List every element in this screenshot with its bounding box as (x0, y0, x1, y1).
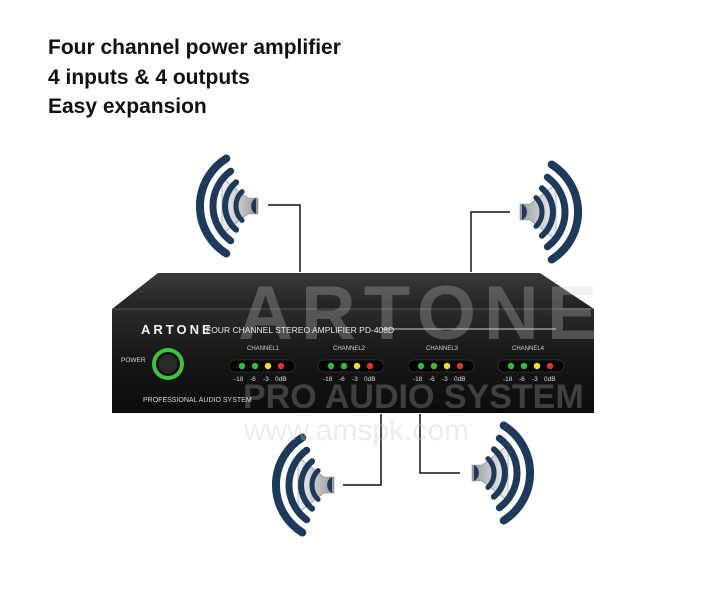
speaker-top-right-wave-2 (538, 185, 556, 239)
meter-label-ch4-3: -3 (532, 376, 538, 383)
speaker-bottom-right-icon (471, 421, 534, 525)
speaker-bottom-left-wave-2 (298, 458, 316, 512)
meter-label-ch3-1: -18 (413, 376, 423, 383)
channel-label-3: CHANNEL3 (426, 346, 459, 352)
speaker-top-right-wave-4 (547, 160, 582, 264)
speaker-top-left-wave-2 (222, 179, 240, 233)
meter-label-ch1-3: -3 (263, 376, 269, 383)
speaker-top-left-wave-4 (196, 154, 231, 258)
led-ch1-2 (251, 362, 259, 370)
speaker-bottom-right-wave-3 (495, 434, 521, 512)
connector-bottom-right (419, 414, 460, 474)
speaker-bottom-left-wave-3 (285, 446, 311, 524)
headline-line-3: Easy expansion (48, 95, 207, 118)
meter-strip-3 (407, 359, 475, 373)
speaker-bottom-left-wave-1 (309, 468, 321, 502)
meter-label-ch2-3: -3 (352, 376, 358, 383)
amplifier-chassis (112, 273, 594, 413)
channel-leds (238, 362, 554, 370)
meter-label-ch4-2: -6 (519, 376, 525, 383)
chassis-top-face (112, 273, 594, 309)
connector-top-left (268, 204, 301, 272)
speaker-top-right-dome (522, 204, 527, 220)
speaker-bottom-left-wave-4 (272, 433, 307, 537)
speaker-bottom-right-wave-1 (485, 456, 497, 490)
headline-line-2: 4 inputs & 4 outputs (48, 65, 250, 89)
meter-label-ch4-1: -18 (503, 376, 513, 383)
power-label: POWER (121, 357, 146, 364)
meter-label-ch3-2: -6 (429, 376, 435, 383)
speaker-bottom-right-wave-4 (499, 421, 534, 525)
amplifier-model-description: FOUR CHANNEL STEREO AMPLIFIER PD-408D (206, 325, 395, 335)
professional-audio-label: PROFESSIONAL AUDIO SYSTEM (143, 397, 252, 404)
meter-label-ch4-4: 0dB (544, 376, 556, 383)
headline: Four channel power amplifier 4 inputs & … (48, 33, 341, 122)
led-ch4-4 (546, 362, 554, 370)
led-ch3-2 (430, 362, 438, 370)
meter-label-ch1-2: -6 (250, 376, 256, 383)
channel-label-1: CHANNEL1 (247, 346, 280, 352)
connector-lines (268, 204, 510, 486)
meter-label-ch2-1: -18 (323, 376, 333, 383)
connector-bottom-left (343, 414, 382, 486)
amplifier-brand-logo: ARTONE (141, 322, 214, 337)
connector-top-right (470, 211, 510, 272)
channel-label-2: CHANNEL2 (333, 346, 366, 352)
meter-label-ch2-4: 0dB (364, 376, 376, 383)
speaker-top-right-icon (519, 160, 582, 264)
meter-label-ch2-2: -6 (339, 376, 345, 383)
led-ch1-1 (238, 362, 246, 370)
speakers (196, 154, 582, 537)
meter-label-ch3-4: 0dB (454, 376, 466, 383)
speaker-bottom-right-wave-2 (490, 446, 508, 500)
speaker-bottom-left-dome (327, 477, 332, 493)
speaker-top-left-icon (196, 154, 259, 258)
led-ch2-2 (340, 362, 348, 370)
meter-strip-1 (228, 359, 296, 373)
led-ch3-1 (417, 362, 425, 370)
led-ch4-3 (533, 362, 541, 370)
power-button-center (158, 354, 178, 374)
speaker-top-right-wave-3 (543, 173, 569, 251)
led-ch4-2 (520, 362, 528, 370)
meter-strip-4 (497, 359, 565, 373)
speaker-top-right-wave-1 (533, 195, 545, 229)
speaker-bottom-left-icon (272, 433, 335, 537)
led-ch4-1 (507, 362, 515, 370)
meter-label-ch1-1: -18 (234, 376, 244, 383)
speaker-top-left-wave-3 (209, 167, 235, 245)
headline-line-1: Four channel power amplifier (48, 36, 341, 59)
speaker-top-left-dome (251, 198, 256, 214)
meter-label-ch3-3: -3 (442, 376, 448, 383)
meter-label-ch1-4: 0dB (275, 376, 287, 383)
led-ch2-4 (366, 362, 374, 370)
led-ch3-4 (456, 362, 464, 370)
speaker-top-left-wave-1 (233, 189, 245, 223)
led-ch3-3 (443, 362, 451, 370)
led-ch2-3 (353, 362, 361, 370)
meter-strip-2 (317, 359, 385, 373)
speaker-bottom-right-dome (474, 465, 479, 481)
led-ch1-3 (264, 362, 272, 370)
led-ch1-4 (277, 362, 285, 370)
led-ch2-1 (327, 362, 335, 370)
channel-label-4: CHANNEL4 (512, 346, 545, 352)
